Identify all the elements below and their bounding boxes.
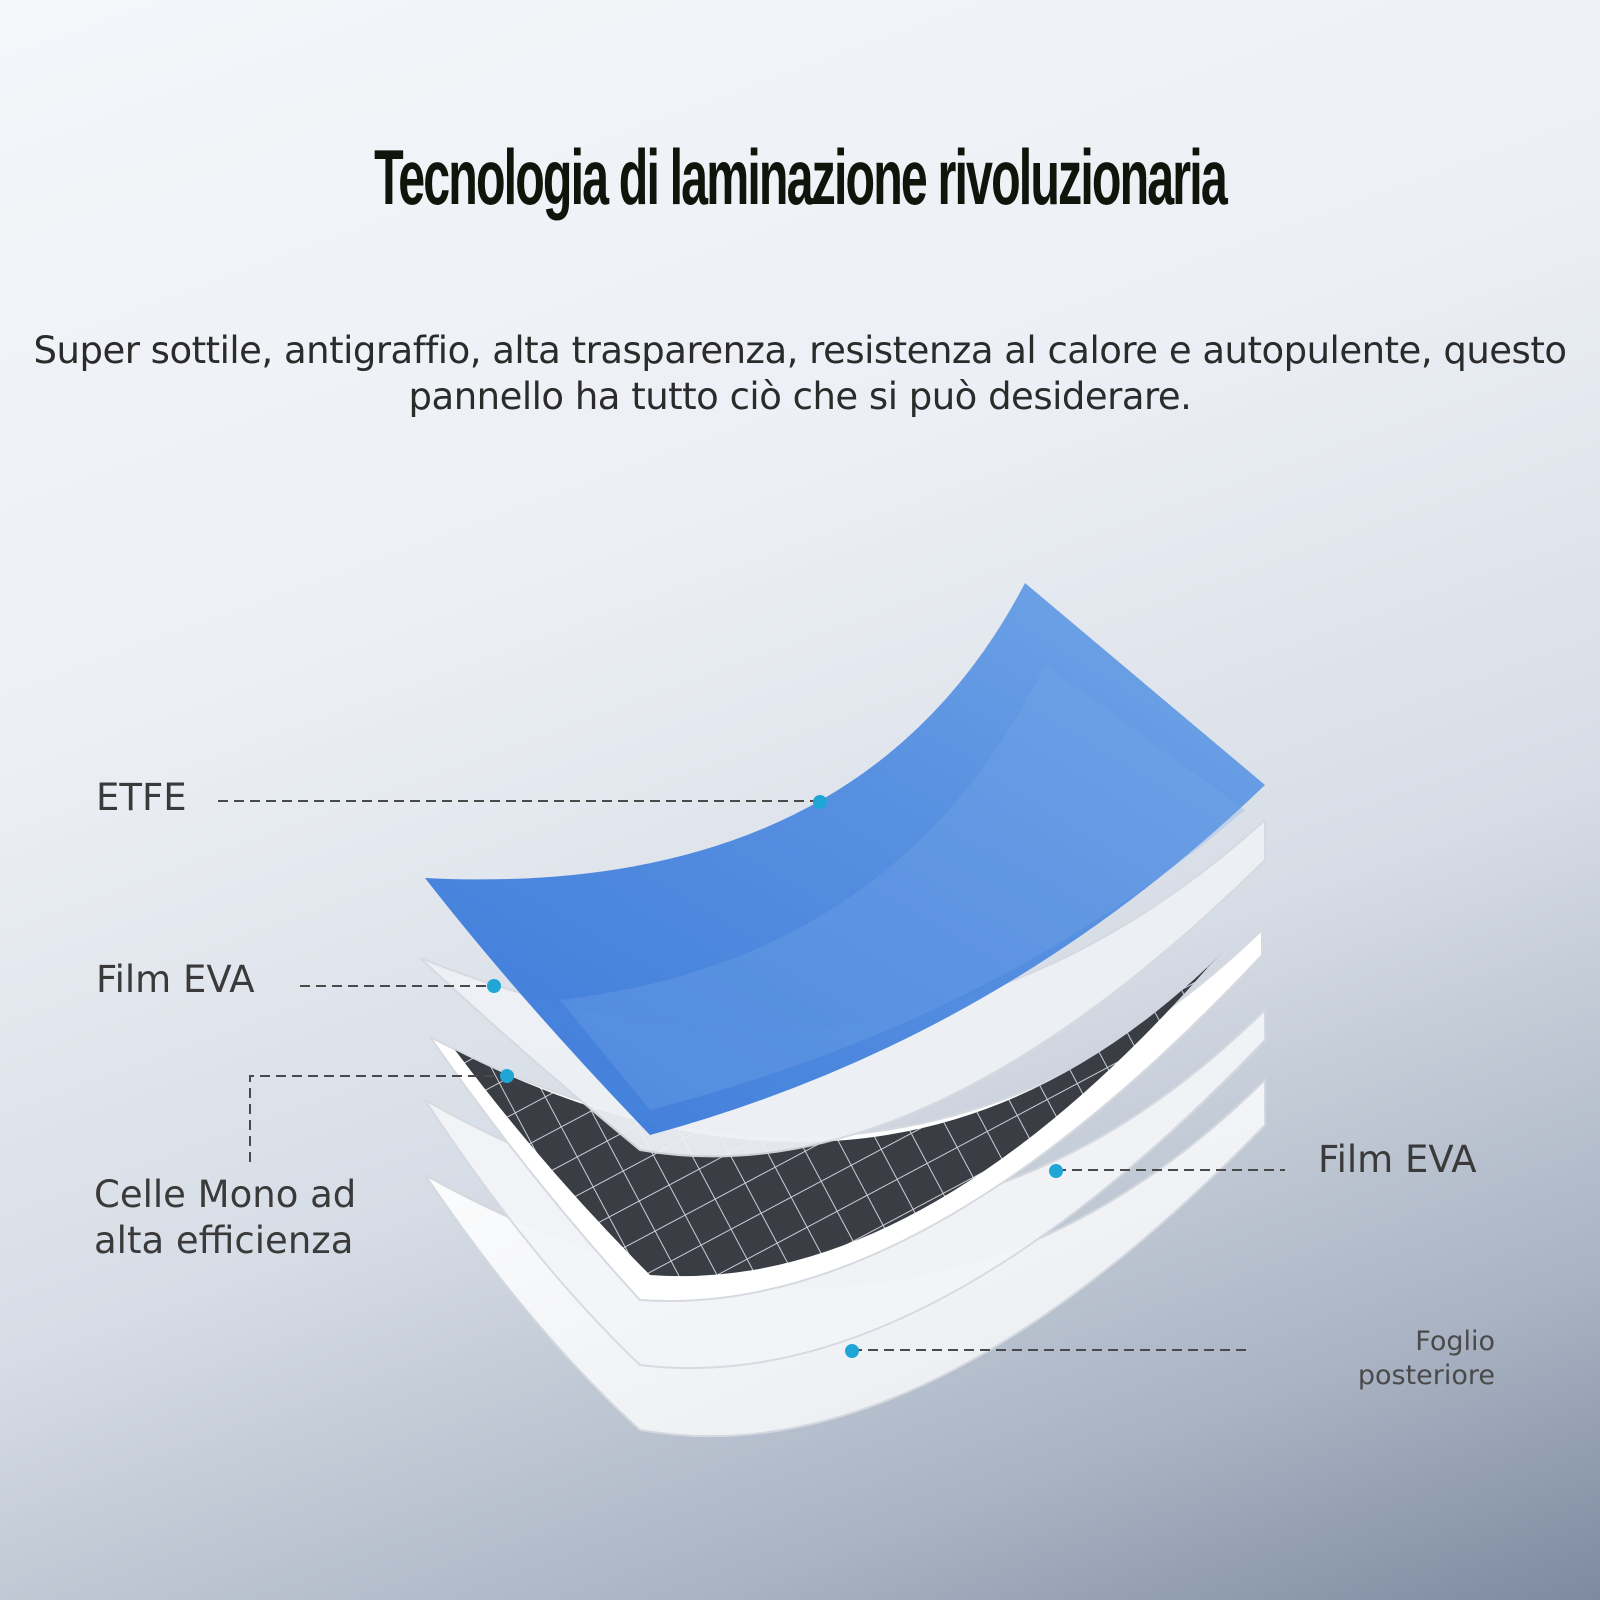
eva-film-bottom-label: Film EVA xyxy=(1318,1138,1477,1181)
mono-cells-label-line2: alta efficienza xyxy=(94,1219,354,1262)
back-sheet-label: Foglio posteriore xyxy=(1290,1325,1495,1393)
etfe-marker xyxy=(813,795,827,809)
page-title: Tecnologia di laminazione rivoluzionaria xyxy=(374,133,1228,221)
mono-cells-layer xyxy=(455,950,1225,1277)
etfe-layer xyxy=(425,583,1265,1135)
cells-leader-line xyxy=(249,1075,505,1162)
mono-cells-label: Celle Mono ad alta efficienza xyxy=(94,1172,424,1264)
etfe-label: ETFE xyxy=(96,776,187,819)
mono-cells-label-line1: Celle Mono ad xyxy=(94,1173,357,1216)
back-sheet-label-line1: Foglio xyxy=(1415,1326,1495,1357)
eva-top-marker xyxy=(487,979,501,993)
cells-marker xyxy=(500,1069,514,1083)
page-subtitle: Super sottile, antigraffio, alta traspar… xyxy=(33,329,1567,418)
back-sheet-marker xyxy=(845,1344,859,1358)
eva-film-top-label: Film EVA xyxy=(96,958,255,1001)
etfe-inner-panel xyxy=(560,665,1245,1110)
eva-bottom-marker xyxy=(1049,1164,1063,1178)
back-sheet-label-line2: posteriore xyxy=(1357,1360,1495,1391)
